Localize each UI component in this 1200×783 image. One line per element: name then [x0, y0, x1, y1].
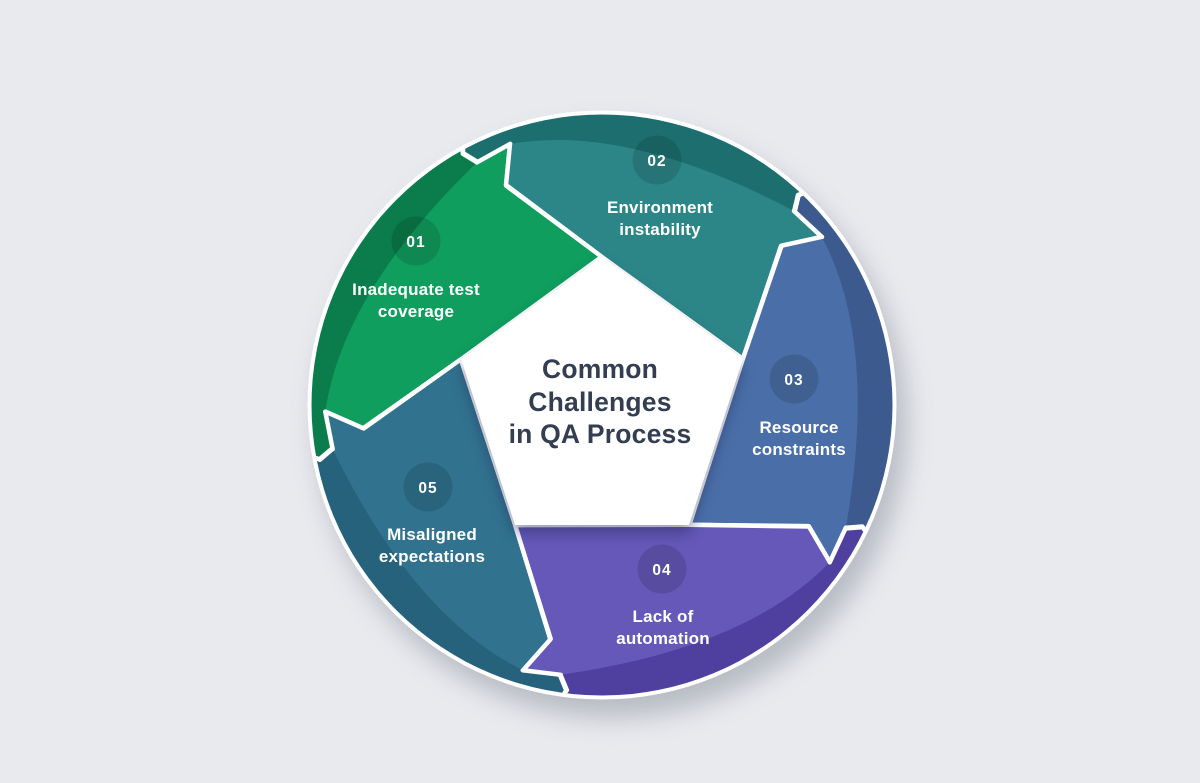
segment-02-badge: [632, 135, 682, 185]
segment-04-label-line1: Lack of: [633, 607, 694, 626]
segment-01-badge: [391, 216, 441, 266]
segment-03-label-line2: constraints: [752, 440, 846, 459]
badge-layer: [391, 135, 819, 594]
segment-02-number: 02: [647, 153, 666, 170]
segment-02-label-line1: Environment: [607, 198, 713, 217]
title-line-1: Common: [542, 354, 658, 384]
diagram-title: Common Challenges in QA Process: [509, 354, 692, 449]
title-line-3: in QA Process: [509, 419, 692, 449]
segment-05-label-line2: expectations: [379, 547, 485, 566]
segment-05-number: 05: [418, 480, 437, 497]
center-pentagon: [461, 257, 743, 525]
segment-01-number: 01: [406, 234, 425, 251]
segment-01-label-line1: Inadequate test: [352, 280, 480, 299]
segment-text-layer: 01 Inadequate test coverage 02 Environme…: [352, 153, 846, 648]
segment-04-label-line2: automation: [616, 629, 710, 648]
segment-04-badge: [637, 544, 687, 594]
segment-01-label-line2: coverage: [378, 302, 454, 321]
segment-04-number: 04: [652, 562, 671, 579]
segment-05-label-line1: Misaligned: [387, 525, 477, 544]
segment-03-badge: [769, 354, 819, 404]
segment-03-number: 03: [784, 372, 803, 389]
segment-02-label-line2: instability: [619, 220, 701, 239]
segment-05-badge: [403, 462, 453, 512]
title-line-2: Challenges: [528, 387, 671, 417]
segment-03-label-line1: Resource: [759, 418, 838, 437]
